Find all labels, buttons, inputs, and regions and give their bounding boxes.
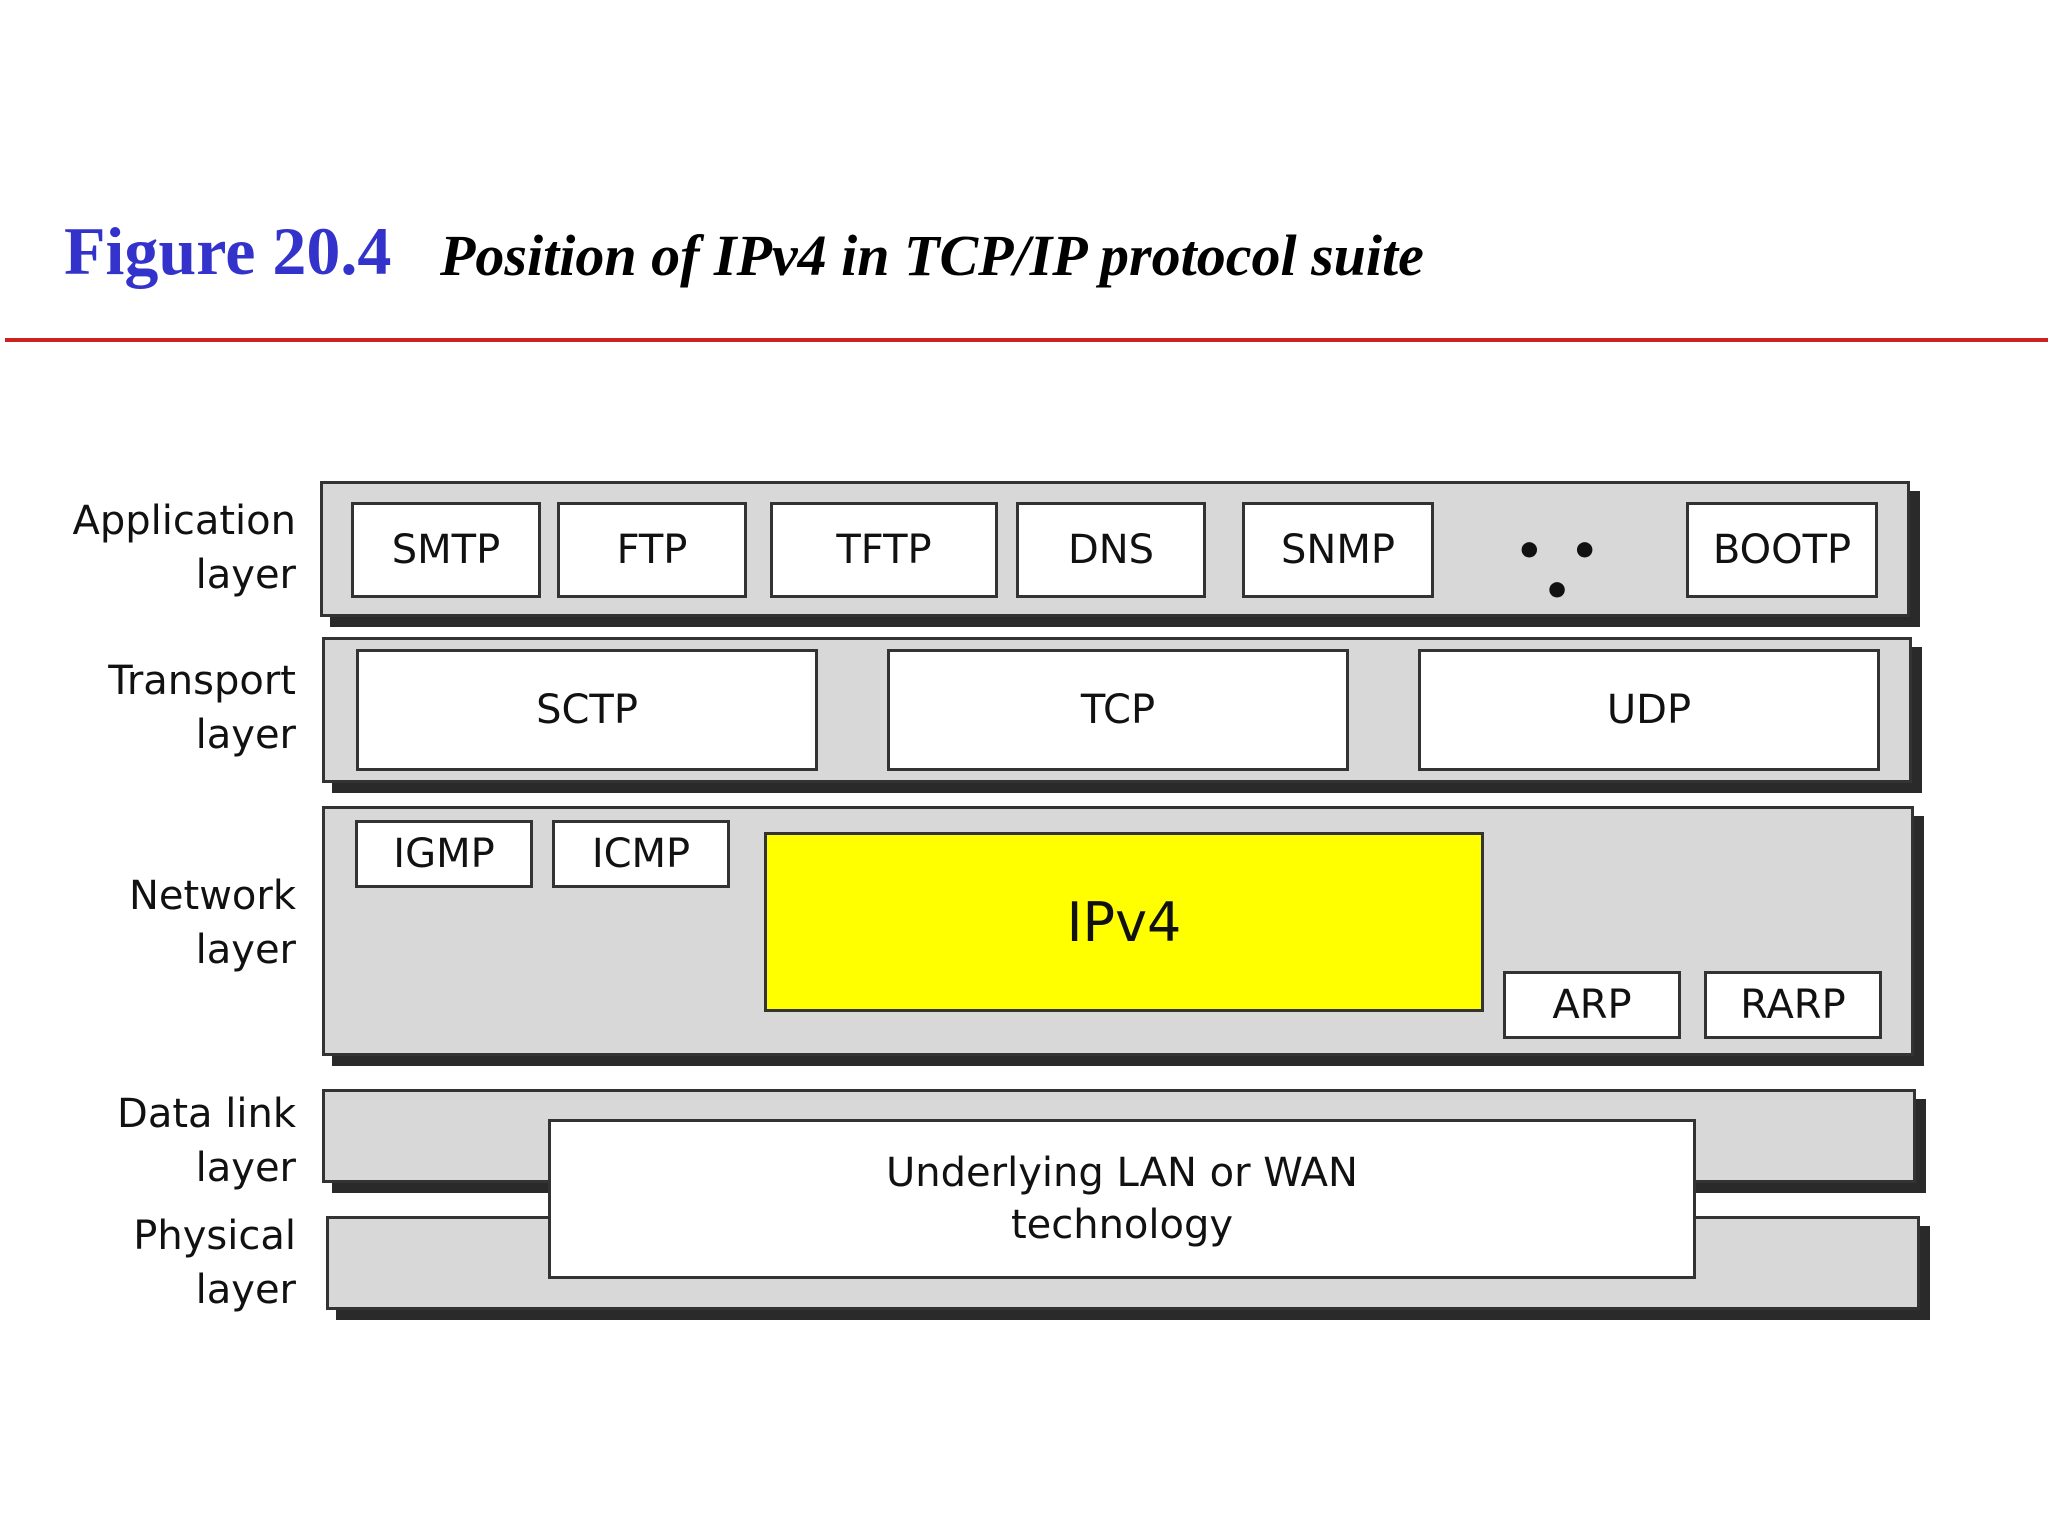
label-application-line1: Application <box>72 498 297 544</box>
ellipsis-more-protocols: • • • <box>1515 526 1605 617</box>
protocol-ipv4: IPv4 <box>764 832 1484 1012</box>
figure-title: Position of IPv4 in TCP/IP protocol suit… <box>440 223 1424 288</box>
protocol-rarp: RARP <box>1704 971 1882 1039</box>
label-network-line1: Network <box>128 873 296 919</box>
protocol-icmp: ICMP <box>552 820 730 888</box>
protocol-smtp: SMTP <box>351 502 541 598</box>
label-transport-layer: Transport layer <box>108 654 296 762</box>
underlying-line1: Underlying LAN or WAN <box>886 1150 1358 1196</box>
protocol-dns: DNS <box>1016 502 1206 598</box>
label-datalink-layer: Data link layer <box>117 1087 296 1195</box>
label-physical-line1: Physical <box>133 1213 296 1259</box>
label-physical-line2: layer <box>195 1267 296 1313</box>
figure-number: Figure 20.4 <box>64 213 392 289</box>
label-transport-line2: layer <box>195 712 296 758</box>
label-datalink-line2: layer <box>195 1145 296 1191</box>
underlying-technology-box: Underlying LAN or WAN technology <box>548 1119 1696 1279</box>
protocol-igmp: IGMP <box>355 820 533 888</box>
underlying-line2: technology <box>1010 1202 1234 1248</box>
protocol-tcp: TCP <box>887 649 1349 771</box>
label-network-layer: Network layer <box>129 869 296 977</box>
label-datalink-line1: Data link <box>117 1091 296 1137</box>
title-divider <box>5 338 2048 342</box>
label-transport-line1: Transport <box>108 658 296 704</box>
label-physical-layer: Physical layer <box>133 1209 296 1317</box>
protocol-tftp: TFTP <box>770 502 998 598</box>
label-application-line2: layer <box>195 552 296 598</box>
protocol-bootp: BOOTP <box>1686 502 1878 598</box>
protocol-arp: ARP <box>1503 971 1681 1039</box>
label-application-layer: Application layer <box>73 494 297 602</box>
protocol-snmp: SNMP <box>1242 502 1434 598</box>
protocol-sctp: SCTP <box>356 649 818 771</box>
protocol-udp: UDP <box>1418 649 1880 771</box>
protocol-ftp: FTP <box>557 502 747 598</box>
label-network-line2: layer <box>195 927 296 973</box>
